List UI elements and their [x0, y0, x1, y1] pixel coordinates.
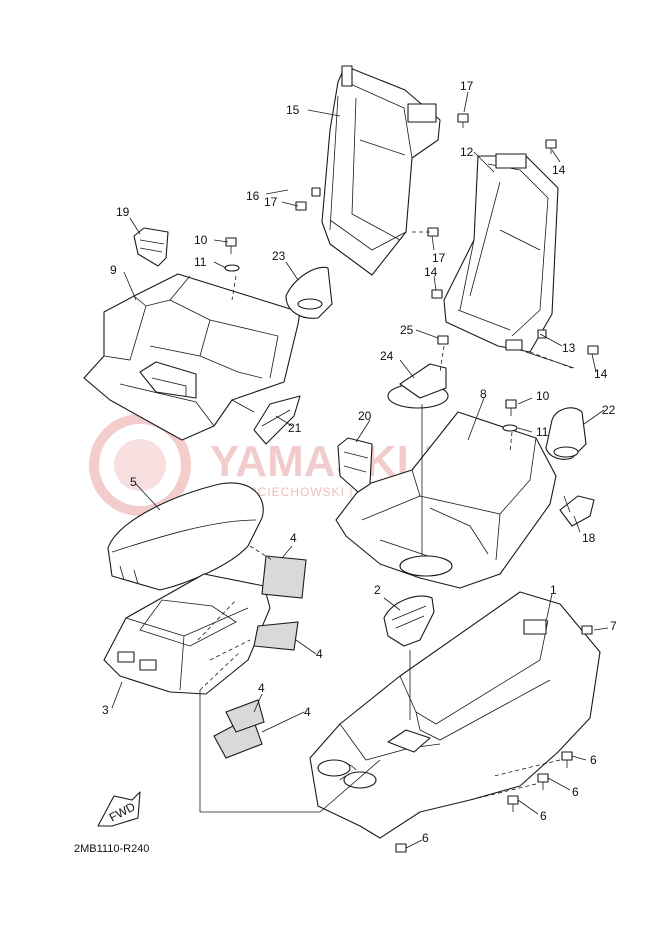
part-12-side-panel: [443, 153, 559, 353]
part-21-bracket: [253, 395, 301, 445]
callout-19: 19: [116, 205, 130, 219]
part-19-clip: [133, 227, 169, 267]
callout-14-right: 14: [594, 367, 608, 381]
callout-21: 21: [288, 421, 302, 435]
callout-6-a: 6: [590, 753, 597, 767]
bolt-icon: [545, 139, 557, 154]
part-18-clip: [559, 495, 595, 527]
part-15-side-panel: [321, 65, 441, 276]
callout-15: 15: [286, 103, 300, 117]
callout-17-top: 17: [460, 79, 474, 93]
callout-13: 13: [562, 341, 576, 355]
part-5-lid: [107, 482, 264, 591]
part-23-cup-holder: [285, 266, 333, 319]
bolt-icon: [431, 289, 443, 299]
drawing-code: 2MB1110-R240: [74, 843, 149, 855]
callout-1: 1: [550, 583, 557, 597]
leader-lines: [111, 91, 609, 849]
callout-22: 22: [602, 403, 616, 417]
screw-icon: [507, 795, 519, 812]
bolt-icon: [505, 399, 517, 416]
part-20-clip: [337, 437, 373, 493]
callout-14-mid: 14: [424, 265, 438, 279]
callout-4-low: 4: [258, 681, 265, 695]
part-8-floor-tray: [335, 411, 557, 589]
bolt-icon: [295, 201, 307, 211]
callout-6-d: 6: [422, 831, 429, 845]
part-3-console-box: [103, 573, 271, 695]
part-24-plate: [387, 363, 449, 409]
callout-20: 20: [358, 409, 372, 423]
callout-4-top: 4: [290, 531, 297, 545]
screw-icon: [537, 773, 549, 790]
callout-24: 24: [380, 349, 394, 363]
part-9-floor-tray: [83, 273, 301, 441]
callout-23: 23: [272, 249, 286, 263]
bolt-icon: [587, 345, 599, 355]
callout-2: 2: [374, 583, 381, 597]
callout-17-left: 17: [264, 195, 278, 209]
callout-8: 8: [480, 387, 487, 401]
callout-12: 12: [460, 145, 474, 159]
callout-4-mid: 4: [316, 647, 323, 661]
screw-icon: [395, 843, 407, 853]
callout-10-right: 10: [536, 389, 550, 403]
callout-16: 16: [246, 189, 260, 203]
part-22-cup-holder: [545, 407, 587, 460]
callout-11-left: 11: [194, 255, 207, 269]
reference-lines: [199, 351, 575, 813]
callout-11-right: 11: [536, 425, 549, 439]
callout-25: 25: [400, 323, 414, 337]
callout-17-mid: 17: [432, 251, 446, 265]
clip-icon: [311, 187, 321, 197]
washer-icon: [224, 264, 240, 272]
part-1-main-console: [309, 591, 601, 839]
callout-6-b: 6: [572, 785, 579, 799]
callout-18: 18: [582, 531, 596, 545]
fastener-bolts: [224, 113, 599, 853]
callout-4-bottom: 4: [304, 705, 311, 719]
callout-6-c: 6: [540, 809, 547, 823]
callout-14-top: 14: [552, 163, 566, 177]
bolt-icon: [457, 113, 469, 128]
callout-7: 7: [610, 619, 617, 633]
callout-10-left: 10: [194, 233, 208, 247]
screw-icon: [561, 751, 573, 768]
watermark-logo-icon: [89, 414, 191, 516]
screw-icon: [437, 335, 449, 345]
washer-icon: [502, 424, 518, 432]
part-4-pads: [213, 555, 307, 759]
callout-9: 9: [110, 263, 117, 277]
callout-5: 5: [130, 475, 137, 489]
bolt-icon: [581, 625, 593, 635]
bolt-icon: [537, 329, 547, 339]
callout-3: 3: [102, 703, 109, 717]
part-2-shift-boot: [383, 595, 435, 647]
callout-labels: 15 17 12 14 16 17 19 10 17 23 11 9 14 25…: [102, 79, 617, 845]
bolt-icon: [225, 237, 237, 254]
fwd-arrow-icon: FWD: [97, 791, 141, 827]
